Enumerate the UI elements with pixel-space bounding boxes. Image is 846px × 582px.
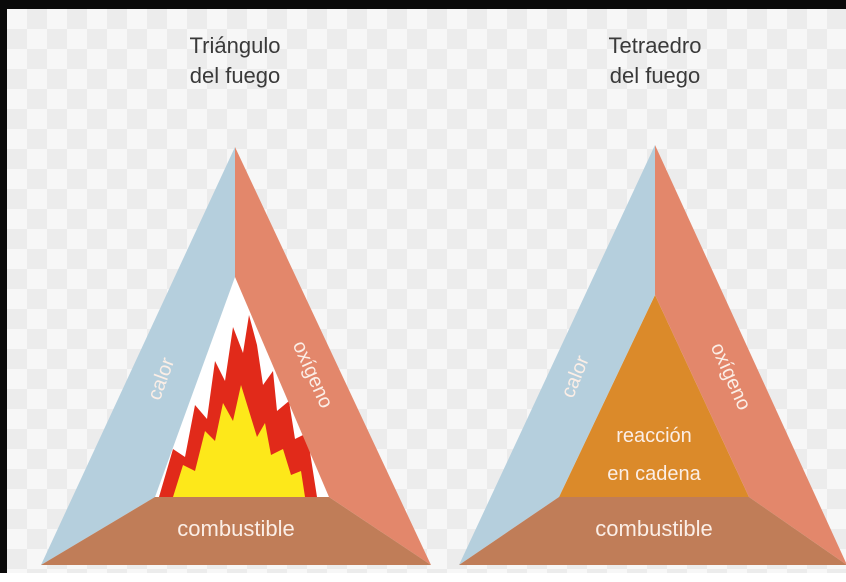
- fire-tetrahedron: calor oxígeno reacción en cadena combust…: [459, 145, 846, 565]
- reaccion-label-line1: reacción: [616, 425, 692, 447]
- triangle-title-line1: Triángulo: [189, 33, 281, 58]
- fire-diagrams-svg: calor oxígeno combustible calor oxígeno …: [41, 145, 846, 565]
- fire-triangle: calor oxígeno combustible: [41, 147, 431, 565]
- combustible-base: [41, 497, 431, 565]
- calor-side: [41, 147, 235, 565]
- tetrahedron-title-line1: Tetraedro: [608, 33, 702, 58]
- reaccion-center: [559, 295, 749, 497]
- calor-side-2: [459, 145, 655, 565]
- combustible-label: combustible: [177, 516, 294, 541]
- tetrahedron-title-line2: del fuego: [609, 63, 701, 88]
- oxigeno-side-2: [655, 145, 846, 565]
- oxigeno-side: [235, 147, 431, 565]
- flame-inner: [173, 385, 305, 497]
- reaccion-label-line2: en cadena: [607, 463, 701, 485]
- triangle-title: Triángulo del fuego: [120, 31, 350, 91]
- combustible-base-2: [459, 497, 846, 565]
- triangle-title-line2: del fuego: [189, 63, 281, 88]
- tetrahedron-title: Tetraedro del fuego: [540, 31, 770, 91]
- combustible-label-2: combustible: [595, 516, 712, 541]
